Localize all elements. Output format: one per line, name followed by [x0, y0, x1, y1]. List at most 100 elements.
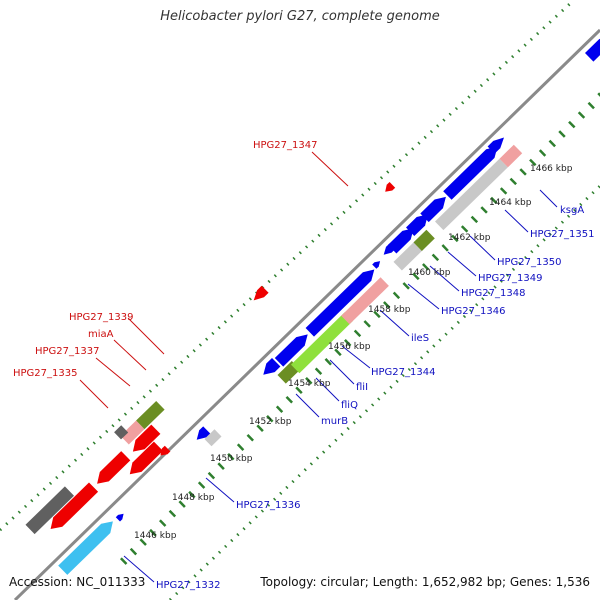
- kbp-label: 1456 kbp: [328, 342, 371, 352]
- gene-label-miaA[interactable]: miaA: [88, 329, 114, 340]
- kbp-tick: [188, 490, 196, 499]
- kbp-tick: [256, 424, 264, 432]
- kbp-tick: [480, 206, 488, 214]
- leader-line: [504, 209, 529, 233]
- gene-feature-red[interactable]: [385, 182, 396, 192]
- gene-feature-red[interactable]: [97, 451, 131, 484]
- leader-line: [379, 309, 410, 337]
- gene-feature-blue[interactable]: [487, 137, 504, 154]
- kbp-tick: [383, 301, 391, 309]
- gene-feature-red[interactable]: [129, 441, 163, 475]
- gene-feature-darkgrey[interactable]: [25, 486, 75, 535]
- kbp-tick: [431, 253, 440, 262]
- kbp-tick: [227, 452, 235, 461]
- kbp-label: 1460 kbp: [408, 268, 451, 278]
- gene-feature-blue[interactable]: [585, 36, 600, 62]
- gene-feature-blue[interactable]: [406, 214, 428, 236]
- gene-feature-pink[interactable]: [341, 277, 389, 325]
- gene-feature-blue[interactable]: [274, 334, 308, 367]
- gene-label-hpg27-1336[interactable]: HPG27_1336: [236, 500, 300, 511]
- kbp-tick: [499, 187, 508, 195]
- gene-label-hpg27-1348[interactable]: HPG27_1348: [461, 288, 525, 299]
- kbp-tick: [344, 339, 352, 347]
- gene-label-ksgA[interactable]: ksgA: [560, 205, 584, 216]
- gene-label-hpg27-1332[interactable]: HPG27_1332: [156, 580, 220, 591]
- topology-text: Topology: circular; Length: 1,652,982 bp…: [260, 575, 590, 589]
- kbp-tick: [275, 405, 284, 413]
- gene-feature-cyan[interactable]: [58, 521, 113, 575]
- kbp-tick: [597, 92, 600, 97]
- gene-label-fliI[interactable]: fliI: [356, 382, 368, 393]
- gene-label-hpg27-1349[interactable]: HPG27_1349: [478, 273, 542, 284]
- gene-label-fliQ[interactable]: fliQ: [341, 400, 358, 411]
- kbp-tick: [402, 282, 410, 290]
- gene-feature-grey[interactable]: [435, 158, 508, 231]
- gene-feature-red[interactable]: [132, 424, 161, 452]
- kbp-tick: [392, 291, 401, 300]
- gene-feature-blue[interactable]: [388, 228, 414, 254]
- leader-line: [315, 377, 340, 402]
- gene-label-hpg27-1346[interactable]: HPG27_1346: [441, 306, 505, 317]
- gene-label-murB[interactable]: murB: [321, 416, 348, 427]
- kbp-labels: 1446 kbp 1448 kbp 1450 kbp 1452 kbp 1454…: [134, 164, 573, 541]
- kbp-tick: [295, 386, 303, 394]
- leader-line: [127, 317, 165, 355]
- leader-line: [407, 283, 440, 310]
- kbp-tick: [451, 234, 459, 243]
- kbp-tick: [558, 130, 566, 138]
- gene-feature-blue[interactable]: [305, 269, 375, 337]
- gene-label-hpg27-1337[interactable]: HPG27_1337: [35, 346, 99, 357]
- kbp-label: 1448 kbp: [172, 493, 215, 503]
- gene-label-hpg27-1351[interactable]: HPG27_1351: [530, 229, 594, 240]
- gene-label-hpg27-1344[interactable]: HPG27_1344: [371, 367, 435, 378]
- gene-label-hpg27-1347[interactable]: HPG27_1347: [253, 140, 317, 151]
- kbp-tick: [324, 358, 332, 366]
- gene-feature-darkgrey[interactable]: [114, 425, 129, 440]
- gene-feature-lightgreen[interactable]: [291, 312, 354, 374]
- kbp-tick: [353, 329, 362, 338]
- leader-line: [329, 359, 355, 385]
- gene-label-hpg27-1350[interactable]: HPG27_1350: [497, 257, 561, 268]
- gene-feature-red[interactable]: [50, 482, 99, 530]
- gene-label-hpg27-1335[interactable]: HPG27_1335: [13, 368, 77, 379]
- dotted-track-lower: [168, 184, 600, 600]
- kbp-label: 1466 kbp: [530, 164, 573, 174]
- gene-feature-blue[interactable]: [372, 261, 381, 269]
- kbp-tick: [441, 244, 449, 252]
- kbp-tick: [168, 509, 177, 518]
- kbp-tick: [129, 547, 138, 556]
- gene-label-hpg27-1339[interactable]: HPG27_1339: [69, 312, 133, 323]
- gene-features: [25, 36, 600, 575]
- gene-feature-blue[interactable]: [443, 146, 498, 200]
- kbp-label: 1464 kbp: [489, 198, 532, 208]
- gene-feature-pink[interactable]: [499, 144, 523, 168]
- kbp-tick: [139, 538, 147, 546]
- kbp-label: 1462 kbp: [448, 233, 491, 243]
- gene-feature-red[interactable]: [253, 285, 269, 301]
- gene-feature-olive[interactable]: [136, 401, 165, 430]
- gene-feature-blue[interactable]: [263, 358, 281, 375]
- leader-line: [113, 339, 147, 371]
- gene-feature-grey[interactable]: [204, 429, 222, 447]
- gene-feature-grey[interactable]: [393, 241, 424, 271]
- kbp-tick: [538, 149, 547, 157]
- kbp-tick: [197, 481, 206, 489]
- kbp-tick: [548, 139, 556, 148]
- gene-feature-red[interactable]: [160, 445, 171, 456]
- accession-text: Accession: NC_011333: [9, 575, 146, 589]
- kbp-tick: [266, 415, 274, 423]
- kbp-tick: [363, 320, 371, 328]
- gene-feature-pink[interactable]: [120, 420, 145, 445]
- gene-label-ileS[interactable]: ileS: [411, 333, 429, 344]
- kbp-tick: [246, 434, 254, 442]
- gene-feature-blue[interactable]: [115, 513, 124, 522]
- kbp-tick: [334, 348, 342, 357]
- kbp-tick: [470, 215, 479, 224]
- gene-feature-blue[interactable]: [196, 426, 211, 440]
- kbp-tick: [236, 443, 245, 451]
- kbp-tick: [159, 519, 167, 527]
- gene-feature-blue[interactable]: [420, 196, 446, 223]
- leader-line: [79, 379, 109, 409]
- kbp-tick: [314, 367, 323, 375]
- gene-feature-olive[interactable]: [413, 229, 435, 251]
